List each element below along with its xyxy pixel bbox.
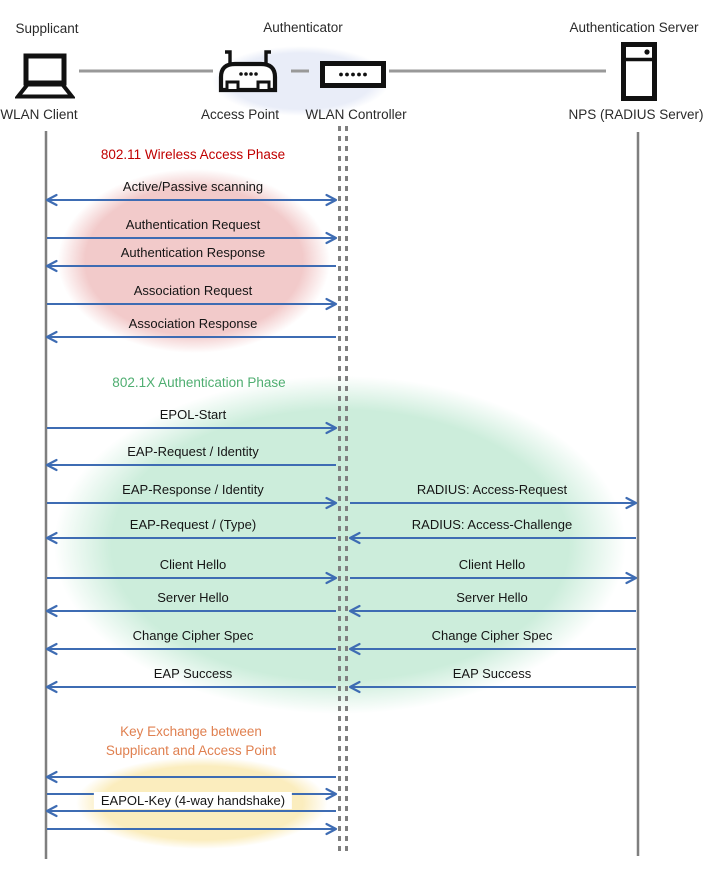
actor-authenticator-label: Authenticator — [263, 20, 343, 35]
arrowhead — [45, 259, 58, 273]
arrowhead — [45, 193, 58, 207]
arrowhead — [325, 787, 338, 801]
message-label: Server Hello — [456, 590, 528, 605]
arrowhead — [45, 680, 58, 694]
message-label: EAP-Response / Identity — [122, 482, 264, 497]
message-label: Active/Passive scanning — [122, 179, 264, 194]
arrowhead — [45, 330, 58, 344]
message-label: EAPOL-Key (4-way handshake) — [93, 792, 293, 809]
laptop-icon — [15, 53, 75, 99]
message-label: Change Cipher Spec — [132, 628, 254, 643]
message-label: EAP-Request / Identity — [127, 444, 259, 459]
actor-authentication-server-label: Authentication Server — [569, 20, 699, 35]
arrowhead — [625, 496, 638, 510]
message-label: RADIUS: Access-Challenge — [411, 517, 573, 532]
message-label: RADIUS: Access-Request — [416, 482, 568, 497]
wireless-phase-title: 802.11 Wireless Access Phase — [100, 147, 286, 162]
wlan-controller-icon — [320, 61, 386, 88]
arrowhead — [45, 531, 58, 545]
message-label: EAP Success — [452, 666, 532, 681]
message-label: Authentication Response — [120, 245, 266, 260]
access-point-label: Access Point — [200, 107, 280, 122]
message-label: EAP Success — [153, 666, 233, 681]
wlan-controller-label: WLAN Controller — [305, 107, 407, 122]
arrowhead — [45, 770, 58, 784]
arrowhead — [45, 804, 58, 818]
arrowhead — [325, 822, 338, 836]
message-label: Client Hello — [159, 557, 227, 572]
access-point-icon — [218, 50, 278, 93]
arrowhead — [45, 458, 58, 472]
message-label: Authentication Request — [125, 217, 261, 232]
arrowhead — [625, 571, 638, 585]
message-label: EPOL-Start — [159, 407, 227, 422]
message-label: Association Request — [133, 283, 253, 298]
nps-radius-server-label: NPS (RADIUS Server) — [568, 107, 704, 122]
actor-supplicant-label: Supplicant — [15, 21, 79, 36]
server-icon — [621, 42, 657, 101]
message-label: Association Response — [128, 316, 258, 331]
message-label: Server Hello — [157, 590, 229, 605]
wlan-client-label: WLAN Client — [0, 107, 78, 122]
arrowhead — [45, 642, 58, 656]
key-exchange-phase-title: Key Exchange between Supplicant and Acce… — [105, 724, 277, 758]
message-label: Client Hello — [458, 557, 526, 572]
arrowhead — [45, 604, 58, 618]
message-label: EAP-Request / (Type) — [129, 517, 257, 532]
message-label: Change Cipher Spec — [431, 628, 553, 643]
